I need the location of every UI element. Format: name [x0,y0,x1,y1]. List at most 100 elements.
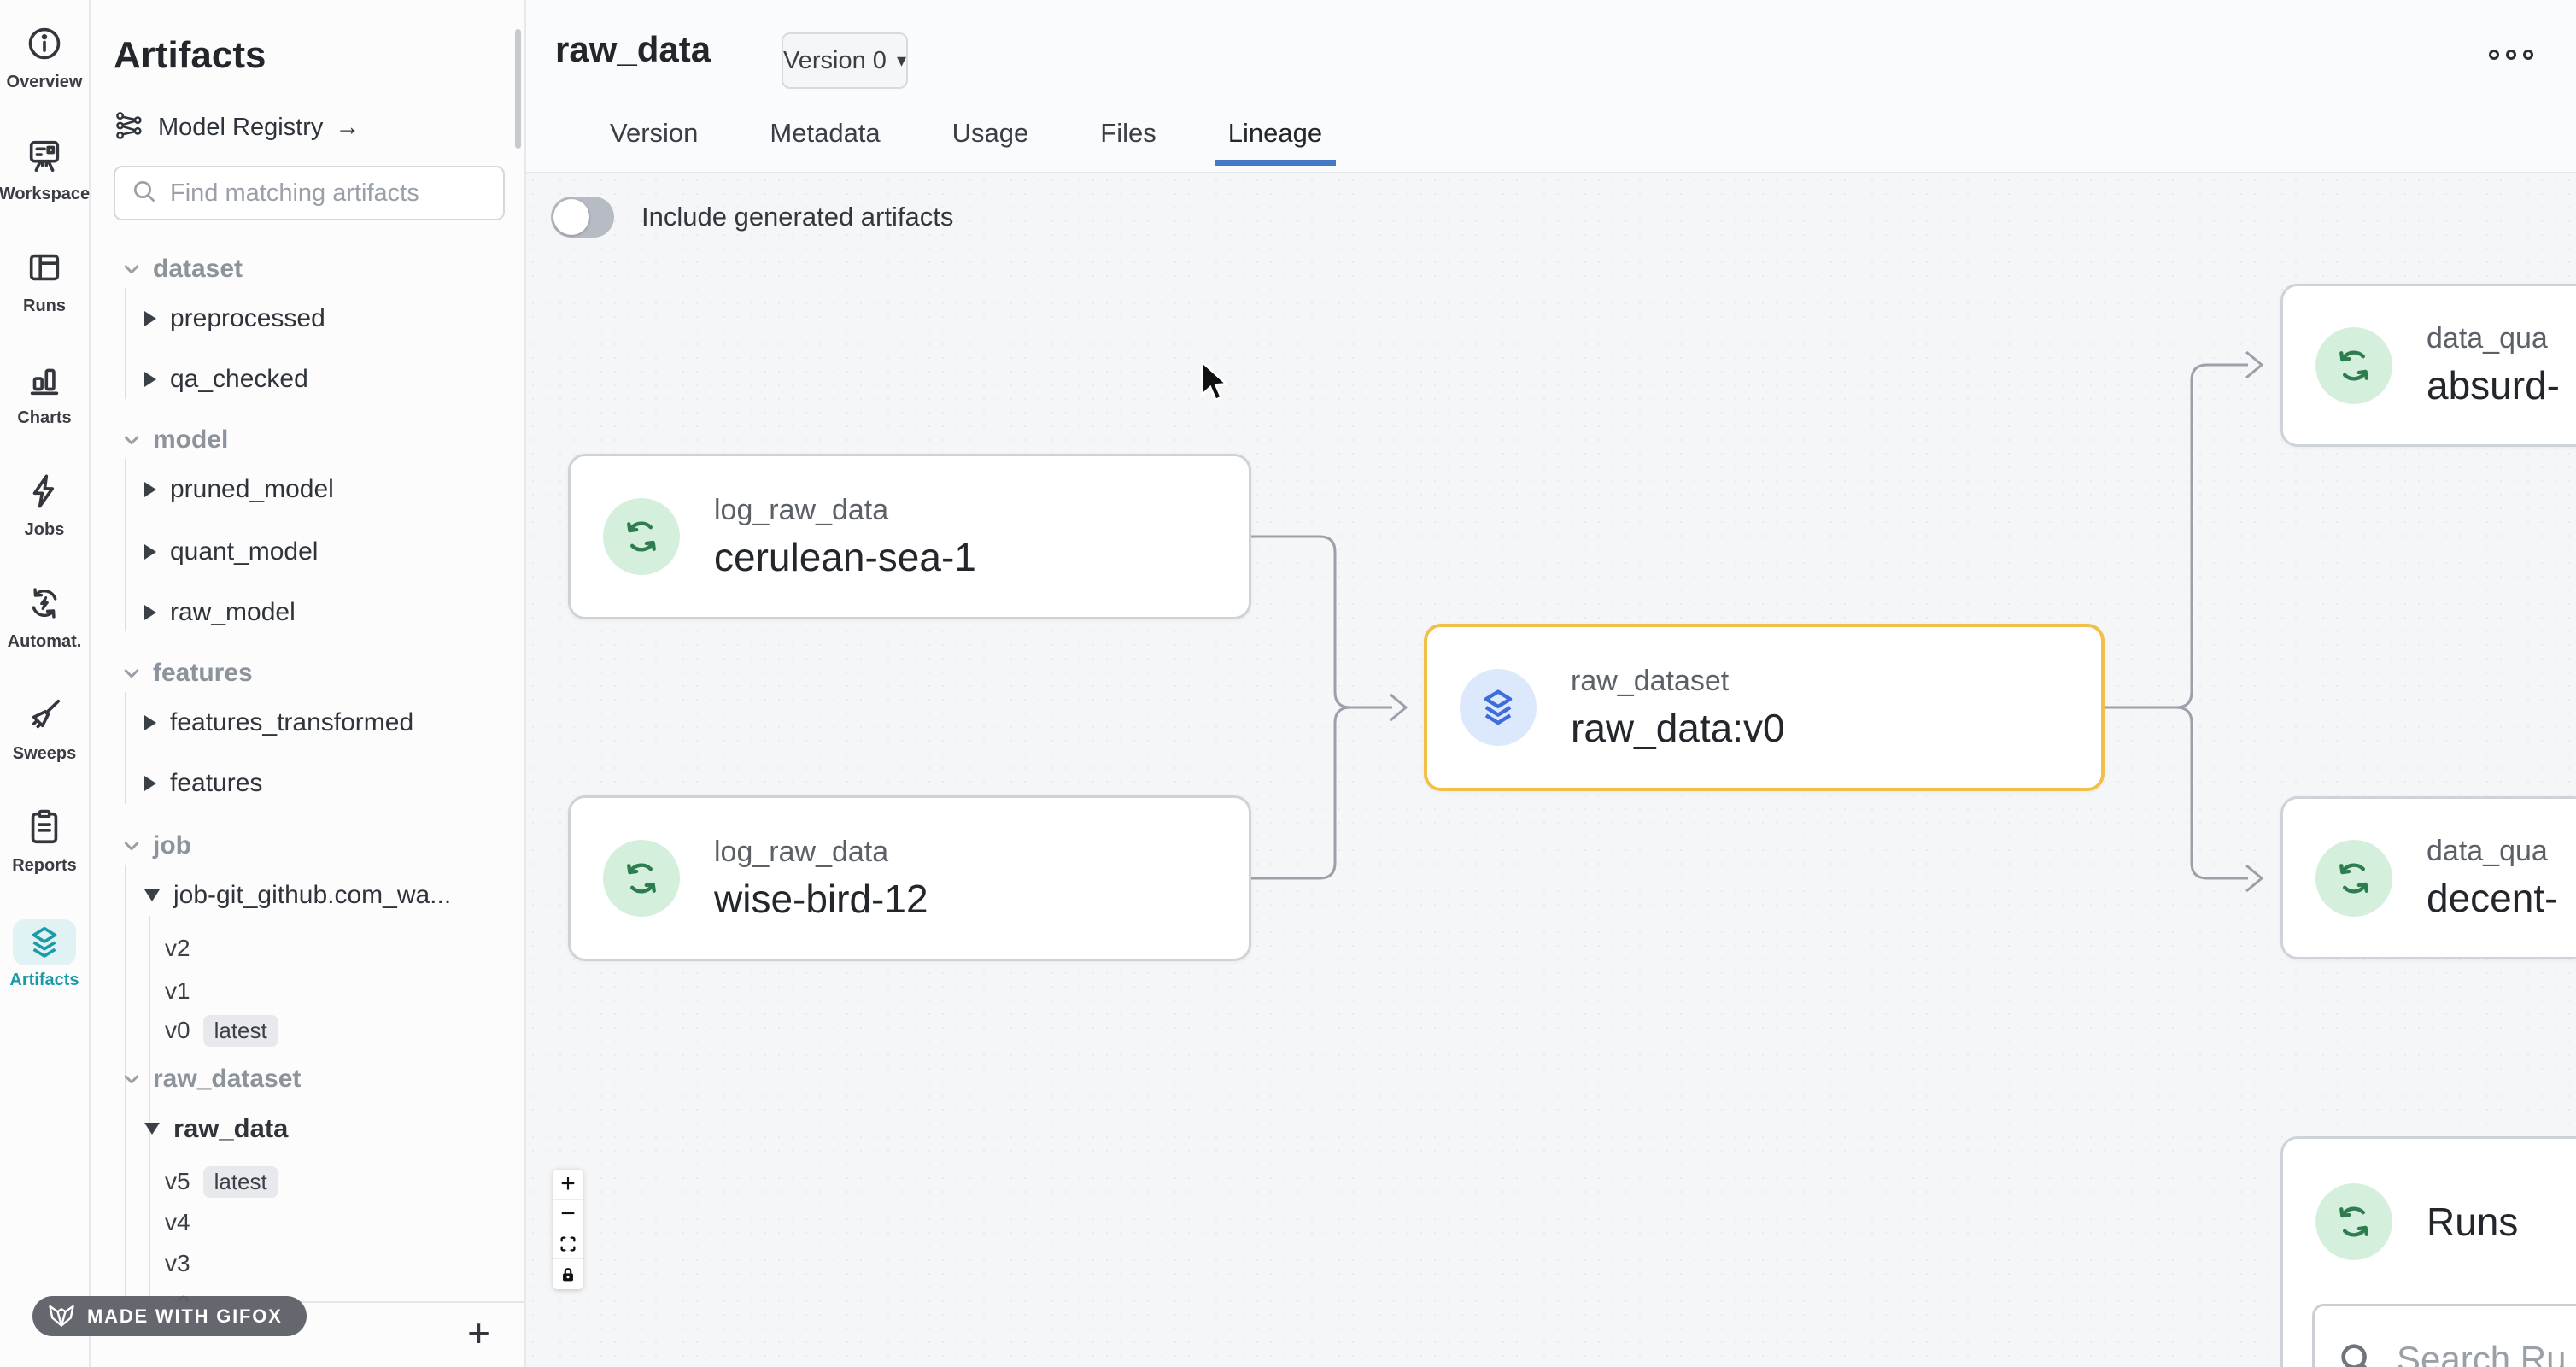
add-artifact-button[interactable]: + [467,1311,490,1355]
tree-section-job[interactable]: job [122,827,191,865]
registry-graph-icon [114,109,146,146]
rail-item-runs[interactable]: Runs [2,248,87,328]
tree-guide [149,1149,150,1301]
tree-section-dataset[interactable]: dataset [122,250,243,288]
clipboard-icon [25,807,64,851]
lock-icon [563,1267,573,1281]
fit-view-button[interactable] [553,1229,583,1259]
chevron-down-icon [124,1075,139,1084]
chevron-down-icon [144,889,160,901]
run-icon [603,840,680,917]
rail-item-charts[interactable]: Charts [2,360,87,440]
fox-icon [49,1305,74,1327]
tree-guide [125,865,126,1283]
lock-button[interactable] [553,1259,583,1289]
search-icon [2341,1344,2368,1367]
tree-version-v1[interactable]: v1 [165,977,190,1004]
include-generated-toggle[interactable] [551,197,614,238]
artifact-search-input[interactable] [170,179,488,208]
tree-guide [125,288,126,399]
chevron-right-icon [144,605,156,620]
chevron-right-icon [144,311,156,326]
tab-metadata[interactable]: Metadata [770,118,881,148]
arrow-right-icon: → [335,114,360,141]
chevron-down-icon [124,669,139,678]
fit-view-icon [560,1236,576,1252]
broom-icon [25,695,64,739]
runs-group-header: Runs [2315,1183,2518,1260]
tree-item-qa-checked[interactable]: qa_checked [144,361,308,398]
artifact-tree: dataset preprocessed qa_checked model pr… [91,231,524,1301]
left-icon-rail: Overview Workspace Runs Charts Jobs Auto… [0,0,91,1367]
more-options-button[interactable] [2489,50,2533,60]
rail-item-automations[interactable]: Automat. [2,584,87,664]
lineage-edges [1251,350,2264,893]
run-icon [2315,1183,2392,1260]
gifox-watermark: MADE WITH GIFOX [32,1296,307,1336]
tree-item-raw-model[interactable]: raw_model [144,594,296,631]
model-registry-link[interactable]: Model Registry → [114,109,360,146]
chevron-right-icon [144,372,156,387]
tree-item-features[interactable]: features [144,765,262,802]
latest-badge: latest [202,1014,278,1047]
sidebar-scrollbar[interactable] [515,29,521,149]
tree-section-features[interactable]: features [122,654,253,692]
tab-lineage[interactable]: Lineage [1214,118,1337,166]
version-dropdown[interactable]: Version 0 ▾ [782,32,908,89]
tree-version-v3[interactable]: v3 [165,1250,190,1276]
tree-version-v2[interactable]: v2 [165,935,190,961]
sidebar-title: Artifacts [114,34,266,76]
tree-version-v5[interactable]: v5 latest [165,1163,278,1200]
tree-item-raw-data[interactable]: raw_data [144,1110,288,1147]
rail-item-sweeps[interactable]: Sweeps [2,695,87,776]
runs-search-box[interactable] [2312,1304,2576,1367]
canvas-zoom-controls: + − [553,1170,583,1289]
chevron-right-icon [144,482,156,497]
artifact-layers-icon [1460,669,1537,746]
tree-version-v4[interactable]: v4 [165,1209,190,1235]
tree-item-preprocessed[interactable]: preprocessed [144,300,325,337]
tree-section-raw-dataset[interactable]: raw_dataset [122,1060,301,1098]
node-runs-group[interactable]: Runs [2280,1136,2576,1367]
artifacts-sidebar: Artifacts Model Registry → dataset prepr… [91,0,526,1367]
tree-item-job-git[interactable]: job-git_github.com_wa... [144,877,451,914]
chevron-down-icon [124,436,139,445]
tree-guide [149,916,150,1282]
mouse-cursor [1200,360,1230,402]
lightning-icon [25,472,64,515]
node-run-absurd[interactable]: data_qua absurd- [2280,284,2576,447]
search-icon [131,178,158,209]
toggle-label: Include generated artifacts [641,202,954,232]
artifact-search-box[interactable] [114,166,505,220]
rail-item-workspace[interactable]: Workspace [0,136,90,216]
run-icon [2315,839,2392,917]
node-artifact-raw-data-v0[interactable]: raw_dataset raw_data:v0 [1424,624,2105,791]
rail-item-jobs[interactable]: Jobs [2,472,87,552]
tree-item-pruned-model[interactable]: pruned_model [144,471,334,508]
run-icon [603,498,680,575]
rail-item-reports[interactable]: Reports [2,807,87,888]
zoom-out-button[interactable]: − [553,1200,583,1229]
chevron-right-icon [144,544,156,560]
runs-search-input[interactable] [2397,1339,2576,1367]
chevron-right-icon [144,776,156,791]
tab-version[interactable]: Version [610,118,699,148]
node-run-decent[interactable]: data_qua decent- [2280,796,2576,959]
tree-version-v0[interactable]: v0 latest [165,1012,278,1049]
page-title: raw_data [555,29,711,69]
rail-item-artifacts[interactable]: Artifacts [2,919,87,1000]
main-header: raw_data Version 0 ▾ Version Metadata Us… [526,0,2576,173]
node-run-wise-bird-12[interactable]: log_raw_data wise-bird-12 [568,795,1251,961]
tree-item-quant-model[interactable]: quant_model [144,533,318,571]
chevron-right-icon [144,715,156,730]
workspace-icon [25,136,64,179]
tab-files[interactable]: Files [1100,118,1156,148]
tab-usage[interactable]: Usage [951,118,1029,148]
node-run-cerulean-sea-1[interactable]: log_raw_data cerulean-sea-1 [568,454,1251,619]
layers-icon [13,919,76,965]
zoom-in-button[interactable]: + [553,1170,583,1200]
lineage-canvas[interactable]: Include generated artifacts log_raw_data… [526,173,2576,1367]
tree-item-features-transformed[interactable]: features_transformed [144,704,413,742]
rail-item-overview[interactable]: Overview [2,24,87,104]
tree-section-model[interactable]: model [122,421,228,459]
